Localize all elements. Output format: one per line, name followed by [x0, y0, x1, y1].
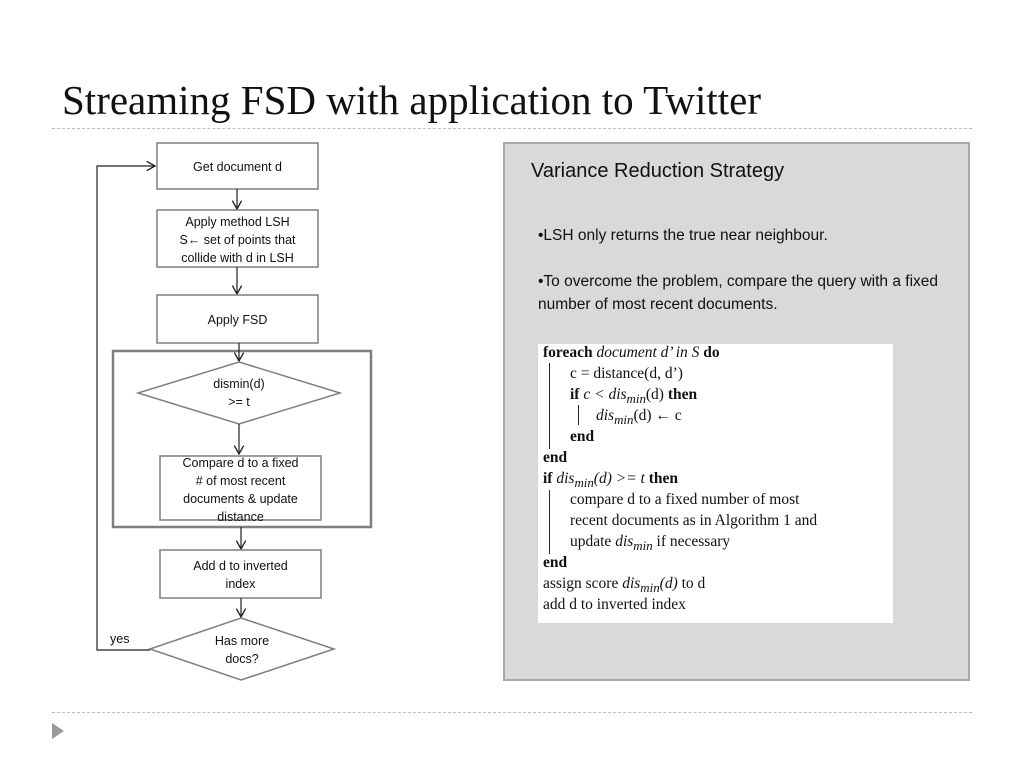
svg-text:Add d to inverted: Add d to inverted — [193, 559, 288, 573]
svg-text:docs?: docs? — [225, 652, 258, 666]
title-divider — [52, 128, 972, 129]
panel-title: Variance Reduction Strategy — [531, 160, 785, 182]
node-apply-fsd: Apply FSD — [156, 294, 319, 344]
algo-block-bar — [549, 363, 550, 449]
play-icon[interactable] — [52, 723, 64, 739]
node-compare: Compare d to a fixed # of most recent do… — [159, 455, 322, 524]
node-add-index: Add d to inverted index — [159, 549, 322, 599]
algo-line-compare-2: recent documents as in Algorithm 1 and — [570, 512, 818, 529]
algo-line-if-c: if c < dismin(d) then — [570, 386, 698, 407]
footer-divider — [52, 712, 972, 713]
svg-text:Get document d: Get document d — [193, 160, 282, 174]
bullet-2: •To overcome the problem, compare the qu… — [538, 273, 939, 313]
algo-line-update: update dismin if necessary — [570, 533, 731, 554]
algorithm-box: foreach document d’ in S do c = distance… — [538, 344, 893, 623]
yes-label: yes — [110, 632, 129, 646]
strategy-panel: Variance Reduction Strategy •LSH only re… — [503, 142, 970, 681]
svg-text:S← set of points that: S← set of points that — [179, 233, 296, 247]
algo-line-foreach: foreach document d’ in S do — [543, 344, 720, 361]
algo-line-c-assign: c = distance(d, d’) — [570, 365, 683, 382]
svg-text:dismin(d): dismin(d) — [213, 377, 264, 391]
svg-text:documents & update: documents & update — [183, 492, 298, 506]
svg-text:Apply method LSH: Apply method LSH — [185, 215, 289, 229]
svg-text:distance: distance — [217, 510, 264, 524]
algo-line-end-foreach: end — [543, 449, 568, 466]
algo-line-add-index: add d to inverted index — [543, 596, 686, 613]
node-decision-dismin: dismin(d) >= t — [135, 361, 343, 425]
loop-frame — [111, 349, 373, 529]
svg-text:index: index — [226, 577, 257, 591]
slide-title: Streaming FSD with application to Twitte… — [62, 77, 762, 123]
algo-line-compare-1: compare d to a fixed number of most — [570, 491, 800, 508]
bullet-1: •LSH only returns the true near neighbou… — [538, 227, 828, 244]
algo-block-bar — [549, 490, 550, 554]
svg-text:>= t: >= t — [228, 395, 250, 409]
node-decision-more-docs: Has more docs? — [147, 617, 337, 681]
node-apply-lsh: Apply method LSH S← set of points that c… — [156, 209, 319, 268]
loop-back-arrow — [96, 166, 155, 651]
algo-line-assign-score: assign score dismin(d) to d — [543, 575, 706, 596]
svg-text:Apply FSD: Apply FSD — [208, 313, 268, 327]
algo-line-end-if: end — [570, 428, 595, 445]
node-get-document: Get document d — [156, 142, 319, 190]
svg-text:collide with d in LSH: collide with d in LSH — [181, 251, 294, 265]
svg-text:Has more: Has more — [215, 634, 269, 648]
algo-line-end-if-2: end — [543, 554, 568, 571]
svg-text:Compare d to a fixed: Compare d to a fixed — [182, 456, 298, 470]
algo-line-assign-min: dismin(d) ← c — [596, 407, 682, 428]
algo-block-bar — [578, 405, 579, 425]
algo-line-if-threshold: if dismin(d) >= t then — [543, 470, 679, 491]
svg-text:# of most recent: # of most recent — [196, 474, 286, 488]
